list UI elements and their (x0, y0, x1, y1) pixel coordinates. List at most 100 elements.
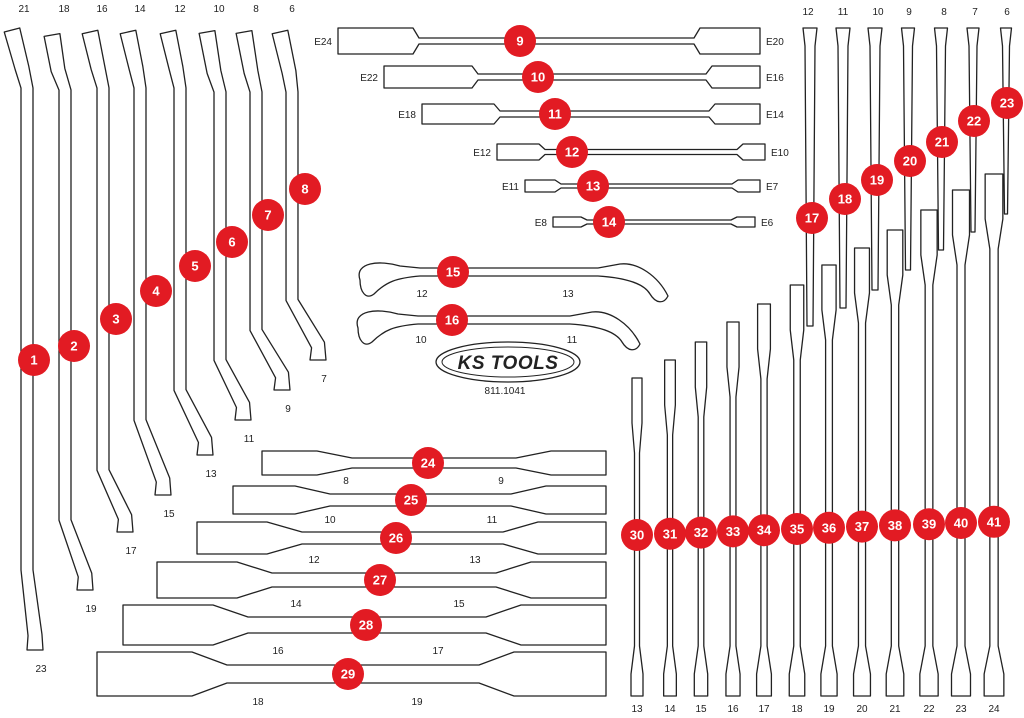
callout-number: 41 (987, 514, 1001, 529)
callout-number: 38 (888, 518, 902, 533)
callout-circle (289, 173, 321, 205)
wrench-size-top-label: 14 (134, 4, 146, 15)
wrench-size-bottom-label: 22 (923, 704, 935, 715)
torx-wrench (524, 179, 761, 193)
brand-logo-text: KS TOOLS (458, 353, 559, 374)
callout-number: 21 (935, 135, 949, 150)
callout-number: 34 (757, 523, 772, 538)
callout-badge: 27 (364, 564, 396, 596)
wrench-size-bottom-label: 15 (695, 704, 707, 715)
offset-wrench (119, 29, 172, 496)
vertical-wrench (950, 189, 972, 697)
callout-badge: 5 (179, 250, 211, 282)
callout-number: 10 (531, 70, 545, 85)
callout-circle (654, 517, 686, 550)
wrench-size-top-label: 8 (941, 7, 947, 18)
callout-number: 28 (359, 618, 373, 633)
wrench-size-top-label: 6 (289, 4, 295, 15)
curved-wrench (356, 310, 641, 351)
callout-circle (926, 126, 958, 158)
callout-circle (748, 514, 780, 547)
callout-circle (717, 515, 749, 548)
callout-badge: 16 (436, 304, 468, 336)
vertical-wrench (852, 247, 872, 697)
callout-circle (252, 199, 284, 231)
wrench-size-right-label: 15 (453, 599, 465, 610)
callout-number: 40 (954, 516, 968, 531)
callout-badge: 41 (978, 505, 1010, 538)
offset-wrench (271, 29, 327, 361)
callout-circle (593, 206, 625, 238)
vertical-wrench (919, 209, 939, 697)
callout-circle (621, 519, 653, 551)
callout-circle (380, 522, 412, 554)
offset-wrench (3, 27, 44, 651)
vertical-wrench (725, 321, 741, 697)
callout-circle (945, 507, 977, 539)
callout-number: 1 (30, 353, 37, 368)
callout-circle (685, 516, 717, 549)
wrench-size-bottom-label: 23 (955, 704, 967, 715)
torx-size-right-label: E10 (771, 148, 789, 159)
wrench-size-bottom-label: 21 (889, 704, 901, 715)
wrench-size-top-label: 18 (58, 4, 70, 15)
callout-circle (395, 484, 427, 516)
callout-circle (978, 505, 1010, 538)
callout-circle (958, 105, 990, 137)
callout-number: 20 (903, 154, 917, 169)
callout-badge: 1 (18, 344, 50, 376)
callout-badge: 28 (350, 609, 382, 641)
callout-number: 18 (838, 192, 852, 207)
callout-number: 7 (264, 208, 271, 223)
callout-number: 15 (446, 265, 460, 280)
callout-number: 17 (805, 211, 819, 226)
callout-badge: 32 (685, 516, 717, 549)
wrench-size-bottom-label: 13 (205, 469, 217, 480)
callout-circle (58, 330, 90, 362)
callout-badge: 40 (945, 507, 977, 539)
tall-wrench (835, 27, 851, 309)
callout-number: 2 (70, 339, 77, 354)
callout-number: 13 (586, 179, 600, 194)
callout-circle (539, 98, 571, 130)
callout-circle (879, 509, 911, 542)
callout-number: 8 (301, 182, 308, 197)
callout-badge: 10 (522, 61, 554, 93)
curved-wrench (358, 262, 669, 303)
callout-badge: 38 (879, 509, 911, 542)
wrench-size-left-label: 14 (290, 599, 302, 610)
callout-circle (350, 609, 382, 641)
callout-badge: 14 (593, 206, 625, 238)
callout-circle (504, 25, 536, 57)
vertical-wrench (820, 264, 838, 697)
wrench-size-bottom-label: 18 (791, 704, 803, 715)
callout-number: 23 (1000, 96, 1014, 111)
callout-badge: 37 (846, 510, 878, 543)
offset-wrench (81, 29, 134, 533)
callout-circle (813, 511, 845, 544)
offset-wrench (159, 29, 214, 456)
callout-badge: 7 (252, 199, 284, 231)
wrench-size-bottom-label: 17 (125, 546, 137, 557)
wrench-size-bottom-label: 17 (758, 704, 770, 715)
torx-size-right-label: E6 (761, 218, 774, 229)
wrench-size-left-label: 16 (272, 646, 284, 657)
wrench-size-top-label: 8 (253, 4, 259, 15)
callout-badge: 24 (412, 447, 444, 479)
callout-badge: 18 (829, 183, 861, 215)
wrench-size-bottom-label: 13 (631, 704, 643, 715)
wrench-size-top-label: 9 (906, 7, 912, 18)
vertical-wrench (788, 284, 806, 697)
wrench-size-left-label: 10 (324, 515, 336, 526)
wrench-size-bottom-label: 14 (664, 704, 676, 715)
torx-size-right-label: E16 (766, 73, 784, 84)
torx-wrench (552, 216, 756, 228)
callout-circle (991, 87, 1023, 119)
callout-circle (100, 303, 132, 335)
torx-wrench (421, 103, 761, 125)
callout-circle (332, 658, 364, 690)
callout-number: 12 (565, 145, 579, 160)
callout-circle (781, 513, 813, 545)
callout-circle (436, 304, 468, 336)
callout-circle (796, 202, 828, 234)
